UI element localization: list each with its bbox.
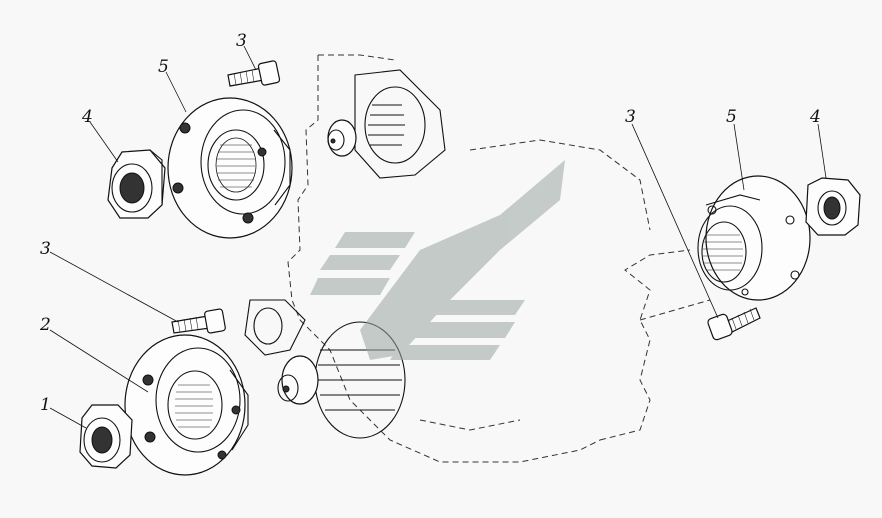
nut-upper-left xyxy=(107,149,166,219)
watermark-stroke-1 xyxy=(335,232,415,248)
callout-1: 1 xyxy=(40,395,51,415)
gearbox-housing xyxy=(287,54,711,463)
callout-4-right: 4 xyxy=(809,107,821,127)
callout-3-middle: 3 xyxy=(40,239,51,259)
watermark-stroke-6 xyxy=(390,345,500,360)
callout-4-left: 4 xyxy=(81,107,93,127)
bolt-right xyxy=(707,307,761,341)
flange-upper-left xyxy=(167,97,293,239)
watermark-stroke-3 xyxy=(310,278,390,295)
callout-labels: 3 5 4 3 2 1 3 5 4 xyxy=(39,31,821,415)
flange-right xyxy=(697,175,811,301)
nut-lower-left xyxy=(79,404,133,469)
upper-output-shaft xyxy=(327,69,446,179)
flange-lower-left xyxy=(124,334,249,476)
leader-lines xyxy=(49,45,827,429)
bolt-middle xyxy=(171,308,226,334)
watermark-stroke-4 xyxy=(410,300,525,315)
callout-2: 2 xyxy=(39,315,51,335)
nut-right xyxy=(805,177,861,236)
callout-3-top: 3 xyxy=(236,31,247,51)
bolt-top xyxy=(227,60,281,87)
watermark-logo xyxy=(310,160,565,360)
watermark-stroke-5 xyxy=(400,322,515,338)
lower-output-shaft xyxy=(244,299,406,439)
callout-5-left: 5 xyxy=(158,57,169,77)
watermark-stroke-2 xyxy=(320,255,400,270)
callout-3-right: 3 xyxy=(625,107,636,127)
callout-5-right: 5 xyxy=(726,107,737,127)
watermark-swoosh xyxy=(360,160,565,360)
